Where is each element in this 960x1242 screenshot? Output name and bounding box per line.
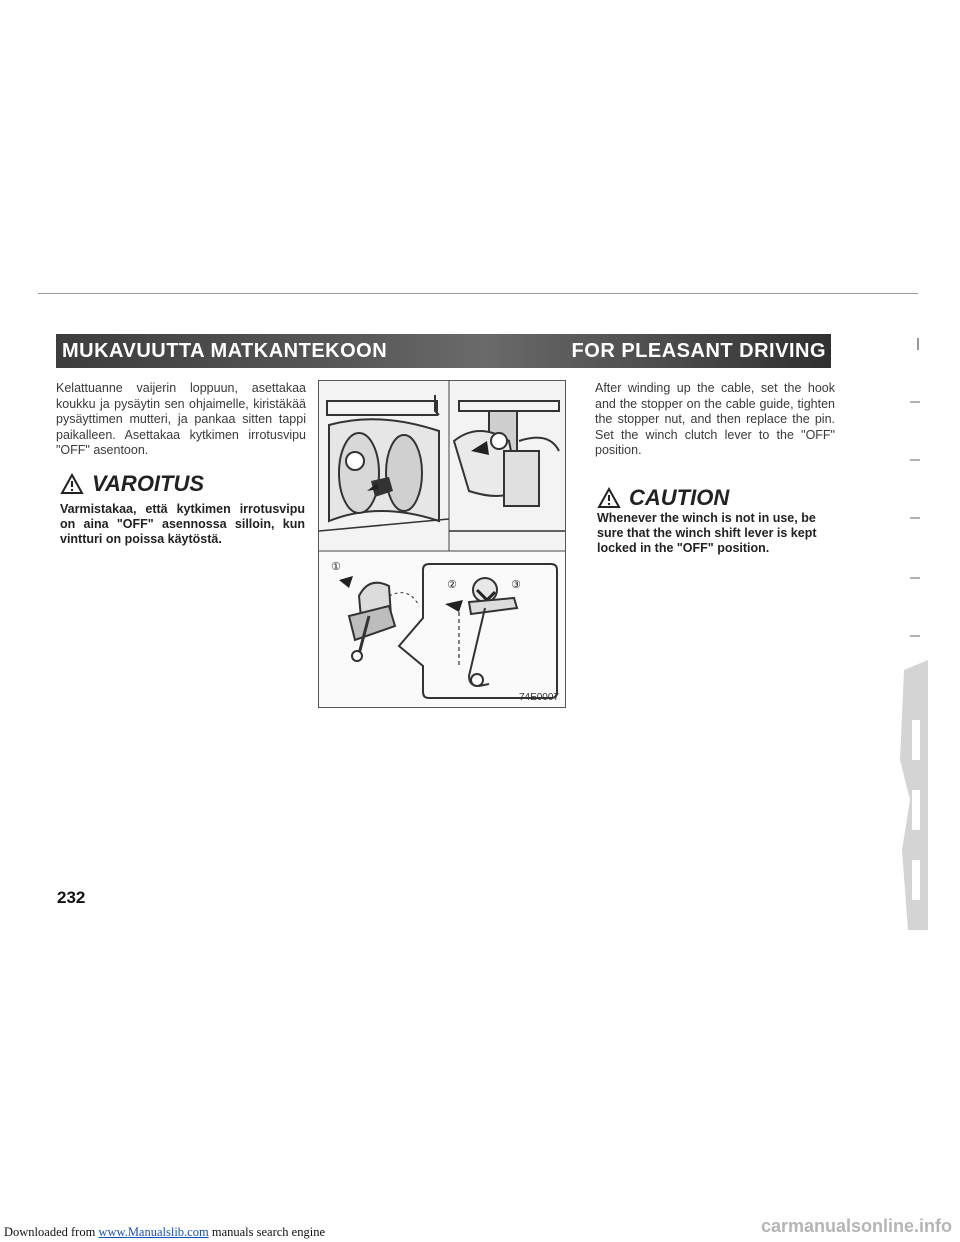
section-title-english: FOR PLEASANT DRIVING	[571, 340, 826, 362]
section-title-finnish: MUKAVUUTTA MATKANTEKOON	[62, 340, 388, 362]
section-header-band	[56, 334, 831, 368]
caution-body-english: Whenever the winch is not in use, be sur…	[597, 511, 817, 555]
manualslib-link[interactable]: www.Manualslib.com	[98, 1225, 209, 1239]
margin-scan-marks	[900, 338, 928, 930]
winch-illustration: ① ② ③ 74E0007	[318, 380, 566, 708]
page-number: 232	[57, 888, 86, 907]
caution-title-text: CAUTION	[629, 485, 730, 510]
caution-triangle-icon	[597, 487, 621, 508]
finnish-body-text: Kelattuanne vaijerin loppuun, asettakaa …	[56, 381, 306, 457]
watermark-text: carmanualsonline.info	[760, 1216, 952, 1236]
callout-2: ②	[447, 578, 457, 591]
warning-body-finnish: Varmistakaa, että kytkimen irrotusvipu o…	[60, 502, 305, 546]
download-credit-suffix: manuals search engine	[211, 1225, 325, 1239]
winch-diagram-svg: ① ② ③	[318, 381, 565, 699]
warning-title-text: VAROITUS	[92, 471, 205, 496]
top-rule	[38, 293, 918, 294]
caution-heading-english: CAUTION	[597, 485, 729, 511]
callout-1: ①	[331, 560, 341, 573]
download-credit: Downloaded from www.Manualslib.com manua…	[4, 1225, 325, 1240]
warning-triangle-icon	[60, 473, 84, 494]
footer-bar	[0, 1222, 960, 1242]
callout-3: ③	[511, 578, 521, 591]
figure-code: 74E0007	[518, 692, 559, 703]
warning-heading-finnish: VAROITUS	[60, 471, 204, 497]
download-credit-prefix: Downloaded from	[4, 1225, 96, 1239]
english-body-text: After winding up the cable, set the hook…	[595, 381, 835, 457]
